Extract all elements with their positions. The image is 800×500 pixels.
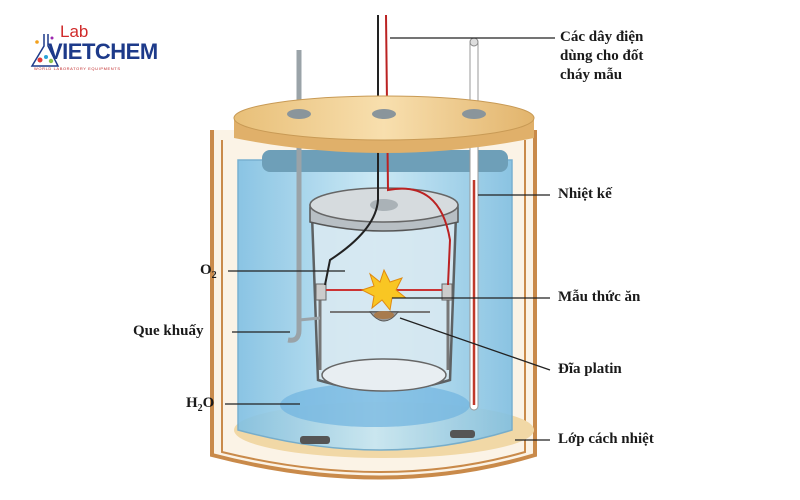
label-stirrer: Que khuấy — [133, 323, 204, 339]
label-thermometer: Nhiệt kế — [558, 186, 612, 202]
label-part: O — [202, 395, 215, 411]
label-sub: 2 — [197, 403, 203, 414]
logo-tagline: WORLD LABORATORY EQUIPMENTS — [34, 66, 121, 71]
label-line: dùng cho đốt — [560, 48, 644, 64]
label-sub: 2 — [211, 270, 217, 281]
logo-lab-text: Lab — [60, 22, 89, 41]
logo-name-text: VIETCHEM — [48, 39, 158, 64]
label-sample: Mẫu thức ăn — [558, 289, 641, 305]
label-line: cháy mẫu — [560, 67, 623, 83]
stirrer — [287, 50, 321, 343]
label-ignition-wires: Các dây điện dùng cho đốt cháy mẫu — [560, 28, 643, 85]
label-part: H — [186, 395, 198, 411]
thermometer — [469, 37, 479, 411]
vietchem-logo: Lab VIETCHEM WORLD LABORATORY EQUIPMENTS — [30, 22, 170, 78]
label-part: O — [200, 262, 212, 278]
label-platinum-dish: Đĩa platin — [558, 361, 622, 377]
flask-icon — [30, 34, 60, 67]
bomb-vessel — [309, 187, 459, 392]
calorimeter-lid — [233, 95, 535, 153]
label-water: H2O — [186, 394, 214, 418]
label-line: Các dây điện — [560, 29, 644, 45]
label-insulation: Lớp cách nhiệt — [558, 431, 654, 447]
label-oxygen: O2 — [200, 261, 217, 285]
leader-lines — [225, 37, 555, 441]
